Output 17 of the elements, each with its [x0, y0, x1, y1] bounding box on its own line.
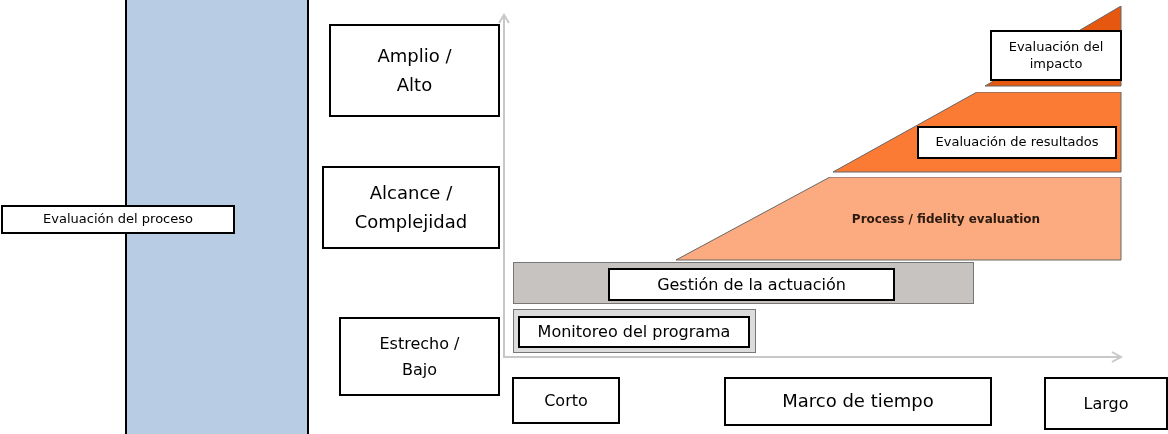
label-box: Amplio / Alto — [329, 24, 500, 117]
label-box: Monitoreo del programa — [518, 316, 750, 348]
label-box: Marco de tiempo — [724, 377, 992, 426]
label-box: Evaluación de resultados — [917, 126, 1117, 159]
label-box: Largo — [1044, 377, 1168, 430]
bar — [513, 309, 756, 353]
bar — [513, 262, 974, 304]
label-box: Alcance / Complejidad — [322, 166, 500, 249]
label-box: Evaluación del impacto — [990, 30, 1122, 81]
label-box: Estrecho / Bajo — [339, 317, 500, 396]
label-box: Gestión de la actuación — [608, 268, 895, 301]
trapezoid-band — [676, 177, 1122, 261]
label-box: Evaluación del proceso — [1, 205, 235, 234]
label-box: Corto — [512, 377, 620, 424]
triangle-band — [985, 6, 1122, 87]
trapezoid-band — [833, 92, 1122, 173]
band-label: Process / fidelity evaluation — [850, 210, 1042, 228]
